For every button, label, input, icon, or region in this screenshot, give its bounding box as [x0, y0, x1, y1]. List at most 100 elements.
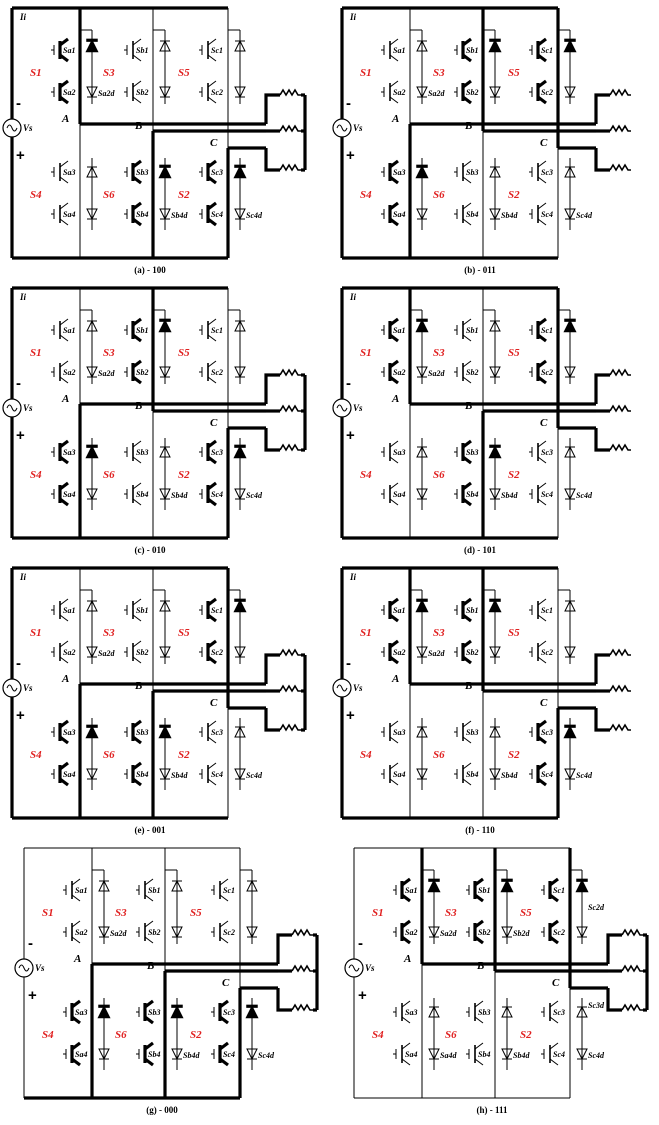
collector-lead [537, 37, 547, 47]
switch-group-s1: S1 [42, 907, 54, 919]
collector-lead [71, 999, 81, 1009]
switch-label-sa1: Sa1 [75, 886, 87, 895]
switch-group-s2: S2 [178, 749, 190, 761]
switch-label-sa4: Sa4 [393, 770, 405, 779]
switch-group-s2: S2 [178, 469, 190, 481]
emitter-lead [474, 935, 484, 945]
switch-label-sc3: Sc3 [211, 168, 223, 177]
emitter-lead [537, 176, 547, 184]
collector-lead [389, 80, 399, 88]
emitter-lead [537, 375, 547, 385]
emitter-lead [474, 893, 484, 903]
node-label-a: A [391, 673, 399, 685]
sine-glyph [6, 124, 18, 132]
collector-lead [207, 762, 217, 770]
emitter-lead [389, 655, 399, 665]
switch-label-sb2: Sb2 [136, 88, 148, 97]
node-label-b: B [134, 400, 142, 412]
emitter-lead [144, 1015, 154, 1025]
emitter-lead [144, 1057, 154, 1067]
source-label-vs: Vs [23, 683, 33, 693]
switch-label-sa3: Sa3 [393, 448, 405, 457]
collector-lead [474, 1000, 484, 1008]
load-lead [594, 708, 610, 732]
source-plus: + [16, 427, 25, 444]
emitter-lead [537, 218, 547, 226]
switch-label-sa1: Sa1 [63, 606, 75, 615]
switch-label-sb3: Sb3 [466, 728, 478, 737]
emitter-lead [389, 217, 399, 227]
collector-lead [537, 440, 547, 448]
source-current-label: Ii [349, 572, 357, 582]
switch-label-sa1: Sa1 [405, 886, 417, 895]
diode-label-sb4d: Sb4d [501, 771, 518, 780]
panel-caption: (e) - 001 [135, 825, 166, 835]
panel-d: Vs-+IiSa1Sa2Sa3Sa4S1S4ASb1Sb2Sb3Sb4S3S6B… [332, 286, 631, 555]
switch-label-sa1: Sa1 [63, 46, 75, 55]
load-lead [594, 653, 610, 684]
node-label-a: A [403, 953, 411, 965]
collector-lead [401, 877, 411, 887]
emitter-lead [462, 176, 472, 184]
emitter-lead [132, 175, 142, 185]
load-lead [276, 933, 292, 964]
collector-lead [207, 439, 217, 449]
emitter-lead [389, 498, 399, 506]
switch-label-sa2: Sa2 [393, 368, 405, 377]
switch-label-sb1: Sb1 [136, 326, 148, 335]
collector-lead [219, 999, 229, 1009]
diode-label-sb4d: Sb4d [171, 211, 188, 220]
emitter-lead [207, 455, 217, 465]
switch-label-sb2: Sb2 [466, 88, 478, 97]
node-label-c: C [210, 137, 218, 149]
emitter-lead [59, 497, 69, 507]
switch-label-sc3: Sc3 [211, 448, 223, 457]
emitter-lead [537, 498, 547, 506]
collector-lead [59, 719, 69, 729]
source-current-label: Ii [349, 12, 357, 22]
switch-label-sc4: Sc4 [211, 770, 223, 779]
switch-group-s6: S6 [103, 749, 115, 761]
diode-label-sc4d: Sc4d [258, 1051, 275, 1060]
collector-lead [537, 761, 547, 771]
emitter-lead [401, 1058, 411, 1066]
collector-lead [549, 877, 559, 887]
emitter-lead [462, 218, 472, 226]
collector-lead [207, 481, 217, 491]
diode-label-sa4d: Sa4d [440, 1051, 457, 1060]
switch-group-s6: S6 [115, 1029, 127, 1041]
switch-label-sb3: Sb3 [148, 1008, 160, 1017]
resistor-icon [609, 368, 631, 377]
emitter-lead [549, 1016, 559, 1024]
emitter-lead [132, 96, 142, 104]
emitter-lead [389, 778, 399, 786]
switch-group-s6: S6 [445, 1029, 457, 1041]
collector-lead [207, 360, 217, 368]
switch-label-sc1: Sc1 [211, 46, 223, 55]
emitter-lead [401, 893, 411, 903]
source-minus: - [16, 375, 21, 392]
switch-group-s1: S1 [360, 347, 372, 359]
collector-lead [59, 160, 69, 168]
resistor-icon [279, 368, 301, 377]
switch-label-sc4: Sc4 [541, 770, 553, 779]
diode-label-sb4d: Sb4d [501, 211, 518, 220]
node-label-a: A [61, 673, 69, 685]
switch-label-sc3: Sc3 [211, 728, 223, 737]
source-plus: + [346, 707, 355, 724]
source-minus: - [346, 375, 351, 392]
emitter-lead [144, 894, 154, 902]
switch-label-sc3: Sc3 [553, 1008, 565, 1017]
collector-lead [207, 318, 217, 326]
switch-group-s5: S5 [520, 907, 532, 919]
node-label-c: C [210, 697, 218, 709]
switch-label-sb2: Sb2 [148, 928, 160, 937]
resistor-icon [609, 124, 631, 133]
switch-label-sb3: Sb3 [478, 1008, 490, 1017]
switch-group-s4: S4 [42, 1029, 54, 1041]
switch-group-s5: S5 [178, 67, 190, 79]
emitter-lead [59, 656, 69, 664]
resistor-icon [609, 684, 631, 693]
switch-label-sa2: Sa2 [63, 368, 75, 377]
panel-caption: (f) - 110 [465, 825, 495, 835]
